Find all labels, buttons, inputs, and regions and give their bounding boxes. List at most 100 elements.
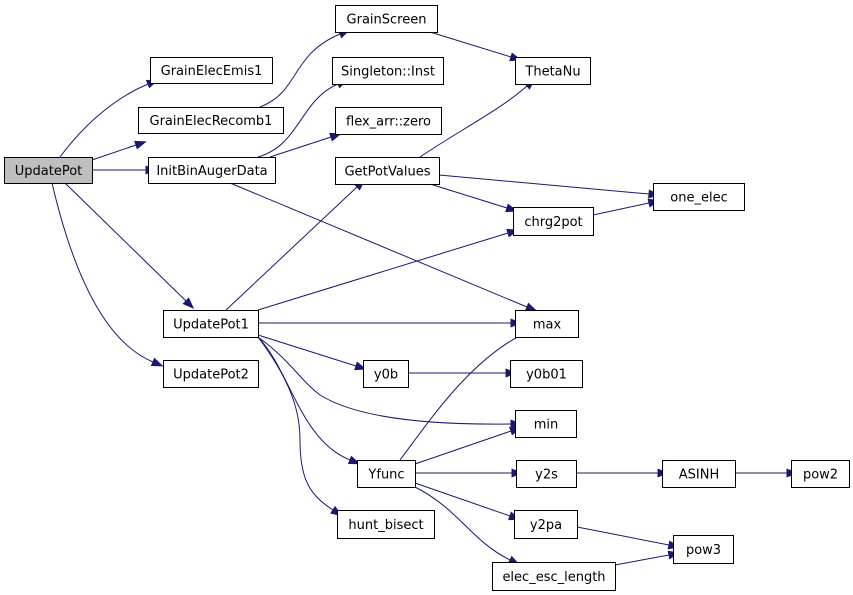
node-hunt-bisect[interactable]: hunt_bisect — [337, 510, 435, 539]
node-box — [363, 360, 409, 388]
edge-elec_esc_length-to-pow3 — [614, 550, 681, 566]
edge-Yfunc-to-y2s — [415, 468, 524, 478]
node-yfunc[interactable]: Yfunc — [357, 460, 416, 488]
edge-line — [414, 430, 512, 465]
edge-line — [438, 174, 650, 195]
node-box — [163, 360, 259, 388]
node-initbinaugerdata[interactable]: InitBinAugerData — [148, 157, 276, 184]
node-thetanu[interactable]: ThetaNu — [515, 57, 591, 85]
node-box — [332, 57, 444, 85]
node-box — [513, 207, 594, 236]
node-getpotvalues[interactable]: GetPotValues — [335, 157, 440, 185]
node-label: min — [534, 418, 559, 433]
edge-UpdatePot1-to-GetPotValues — [225, 179, 366, 311]
edge-line — [259, 33, 341, 108]
node-updatepot[interactable]: UpdatePot — [4, 157, 93, 184]
edge-line — [592, 202, 650, 216]
node-min[interactable]: min — [515, 410, 577, 438]
node-box — [335, 107, 442, 135]
node-max[interactable]: max — [515, 310, 579, 338]
node-updatepot2[interactable]: UpdatePot2 — [163, 360, 259, 388]
node-box — [335, 5, 438, 33]
node-y0b01[interactable]: y0b01 — [510, 360, 583, 388]
node-box — [337, 510, 435, 539]
node-box — [138, 107, 284, 134]
arrowhead-icon — [354, 361, 367, 371]
edge-UpdatePot-to-GrainElecRecomb1 — [91, 140, 147, 161]
edge-line — [257, 334, 357, 367]
node-label: y0b — [374, 368, 398, 383]
edge-line — [257, 336, 351, 461]
edge-GrainScreen-to-ThetaNu — [429, 31, 522, 62]
arrowhead-icon — [524, 302, 538, 312]
edge-line — [576, 526, 670, 546]
edge-line — [614, 554, 670, 566]
edge-chrg2pot-to-one_elec — [592, 198, 661, 216]
node-chrg2pot[interactable]: chrg2pot — [513, 207, 594, 236]
edge-line — [257, 232, 509, 311]
node-box — [515, 310, 579, 338]
node-label: GrainElecEmis1 — [161, 64, 263, 79]
nodes-layer: UpdatePot GrainElecEmis1GrainElecRecomb1I… — [4, 5, 850, 591]
edge-line — [399, 332, 526, 461]
node-box — [662, 460, 736, 488]
node-box — [492, 562, 616, 591]
edge-line — [51, 182, 154, 363]
node-box — [4, 157, 93, 184]
node-singleton[interactable]: Singleton::Inst — [332, 57, 444, 85]
node-grainelecrecomb1[interactable]: GrainElecRecomb1 — [138, 107, 284, 134]
node-label: max — [533, 318, 562, 333]
arrowhead-icon — [347, 455, 361, 465]
node-one-elec[interactable]: one_elec — [653, 183, 745, 211]
node-label: UpdatePot — [15, 164, 83, 179]
node-label: y2pa — [530, 518, 562, 533]
node-label: hunt_bisect — [348, 518, 423, 533]
node-box — [148, 157, 276, 184]
node-box — [510, 360, 583, 388]
node-label: Yfunc — [367, 468, 404, 483]
node-flex-arr[interactable]: flex_arr::zero — [335, 107, 442, 135]
node-label: InitBinAugerData — [156, 164, 267, 179]
edge-line — [414, 486, 511, 561]
node-elec-esc-length[interactable]: elec_esc_length — [492, 562, 616, 591]
edge-line — [419, 85, 528, 158]
node-box — [163, 310, 259, 338]
node-label: UpdatePot2 — [173, 368, 249, 383]
node-grainscreen[interactable]: GrainScreen — [335, 5, 438, 33]
edge-line — [257, 83, 339, 158]
edge-UpdatePot1-to-Yfunc — [257, 336, 361, 465]
edge-UpdatePot1-to-hunt_bisect — [257, 336, 343, 517]
node-label: pow3 — [686, 543, 721, 558]
node-box — [515, 57, 591, 85]
edge-line — [225, 186, 358, 311]
edge-Yfunc-to-min — [414, 426, 522, 465]
node-asinh[interactable]: ASINH — [662, 460, 736, 488]
node-y2s[interactable]: y2s — [516, 460, 577, 488]
node-label: Singleton::Inst — [341, 65, 435, 80]
edge-InitBinAugerData-to-max — [229, 182, 538, 312]
node-box — [653, 183, 745, 211]
node-grainelecemis1[interactable]: GrainElecEmis1 — [150, 57, 273, 84]
node-box — [673, 535, 734, 564]
node-y2pa[interactable]: y2pa — [514, 510, 578, 539]
node-y0b[interactable]: y0b — [363, 360, 409, 388]
edge-line — [269, 136, 332, 158]
edge-line — [257, 336, 512, 425]
node-updatepot1[interactable]: UpdatePot1 — [163, 310, 259, 338]
edge-ASINH-to-pow2 — [735, 468, 799, 478]
edge-line — [59, 83, 149, 158]
arrowhead-icon — [134, 140, 147, 150]
node-label: elec_esc_length — [502, 570, 605, 585]
arrowhead-icon — [150, 357, 164, 367]
node-label: GrainScreen — [347, 13, 427, 28]
node-box — [514, 510, 578, 539]
edge-line — [429, 31, 512, 58]
node-pow3[interactable]: pow3 — [673, 535, 734, 564]
node-label: ASINH — [679, 468, 719, 483]
node-box — [150, 57, 273, 84]
node-label: GrainElecRecomb1 — [150, 114, 273, 129]
edge-line — [414, 482, 511, 517]
node-pow2[interactable]: pow2 — [791, 460, 850, 488]
